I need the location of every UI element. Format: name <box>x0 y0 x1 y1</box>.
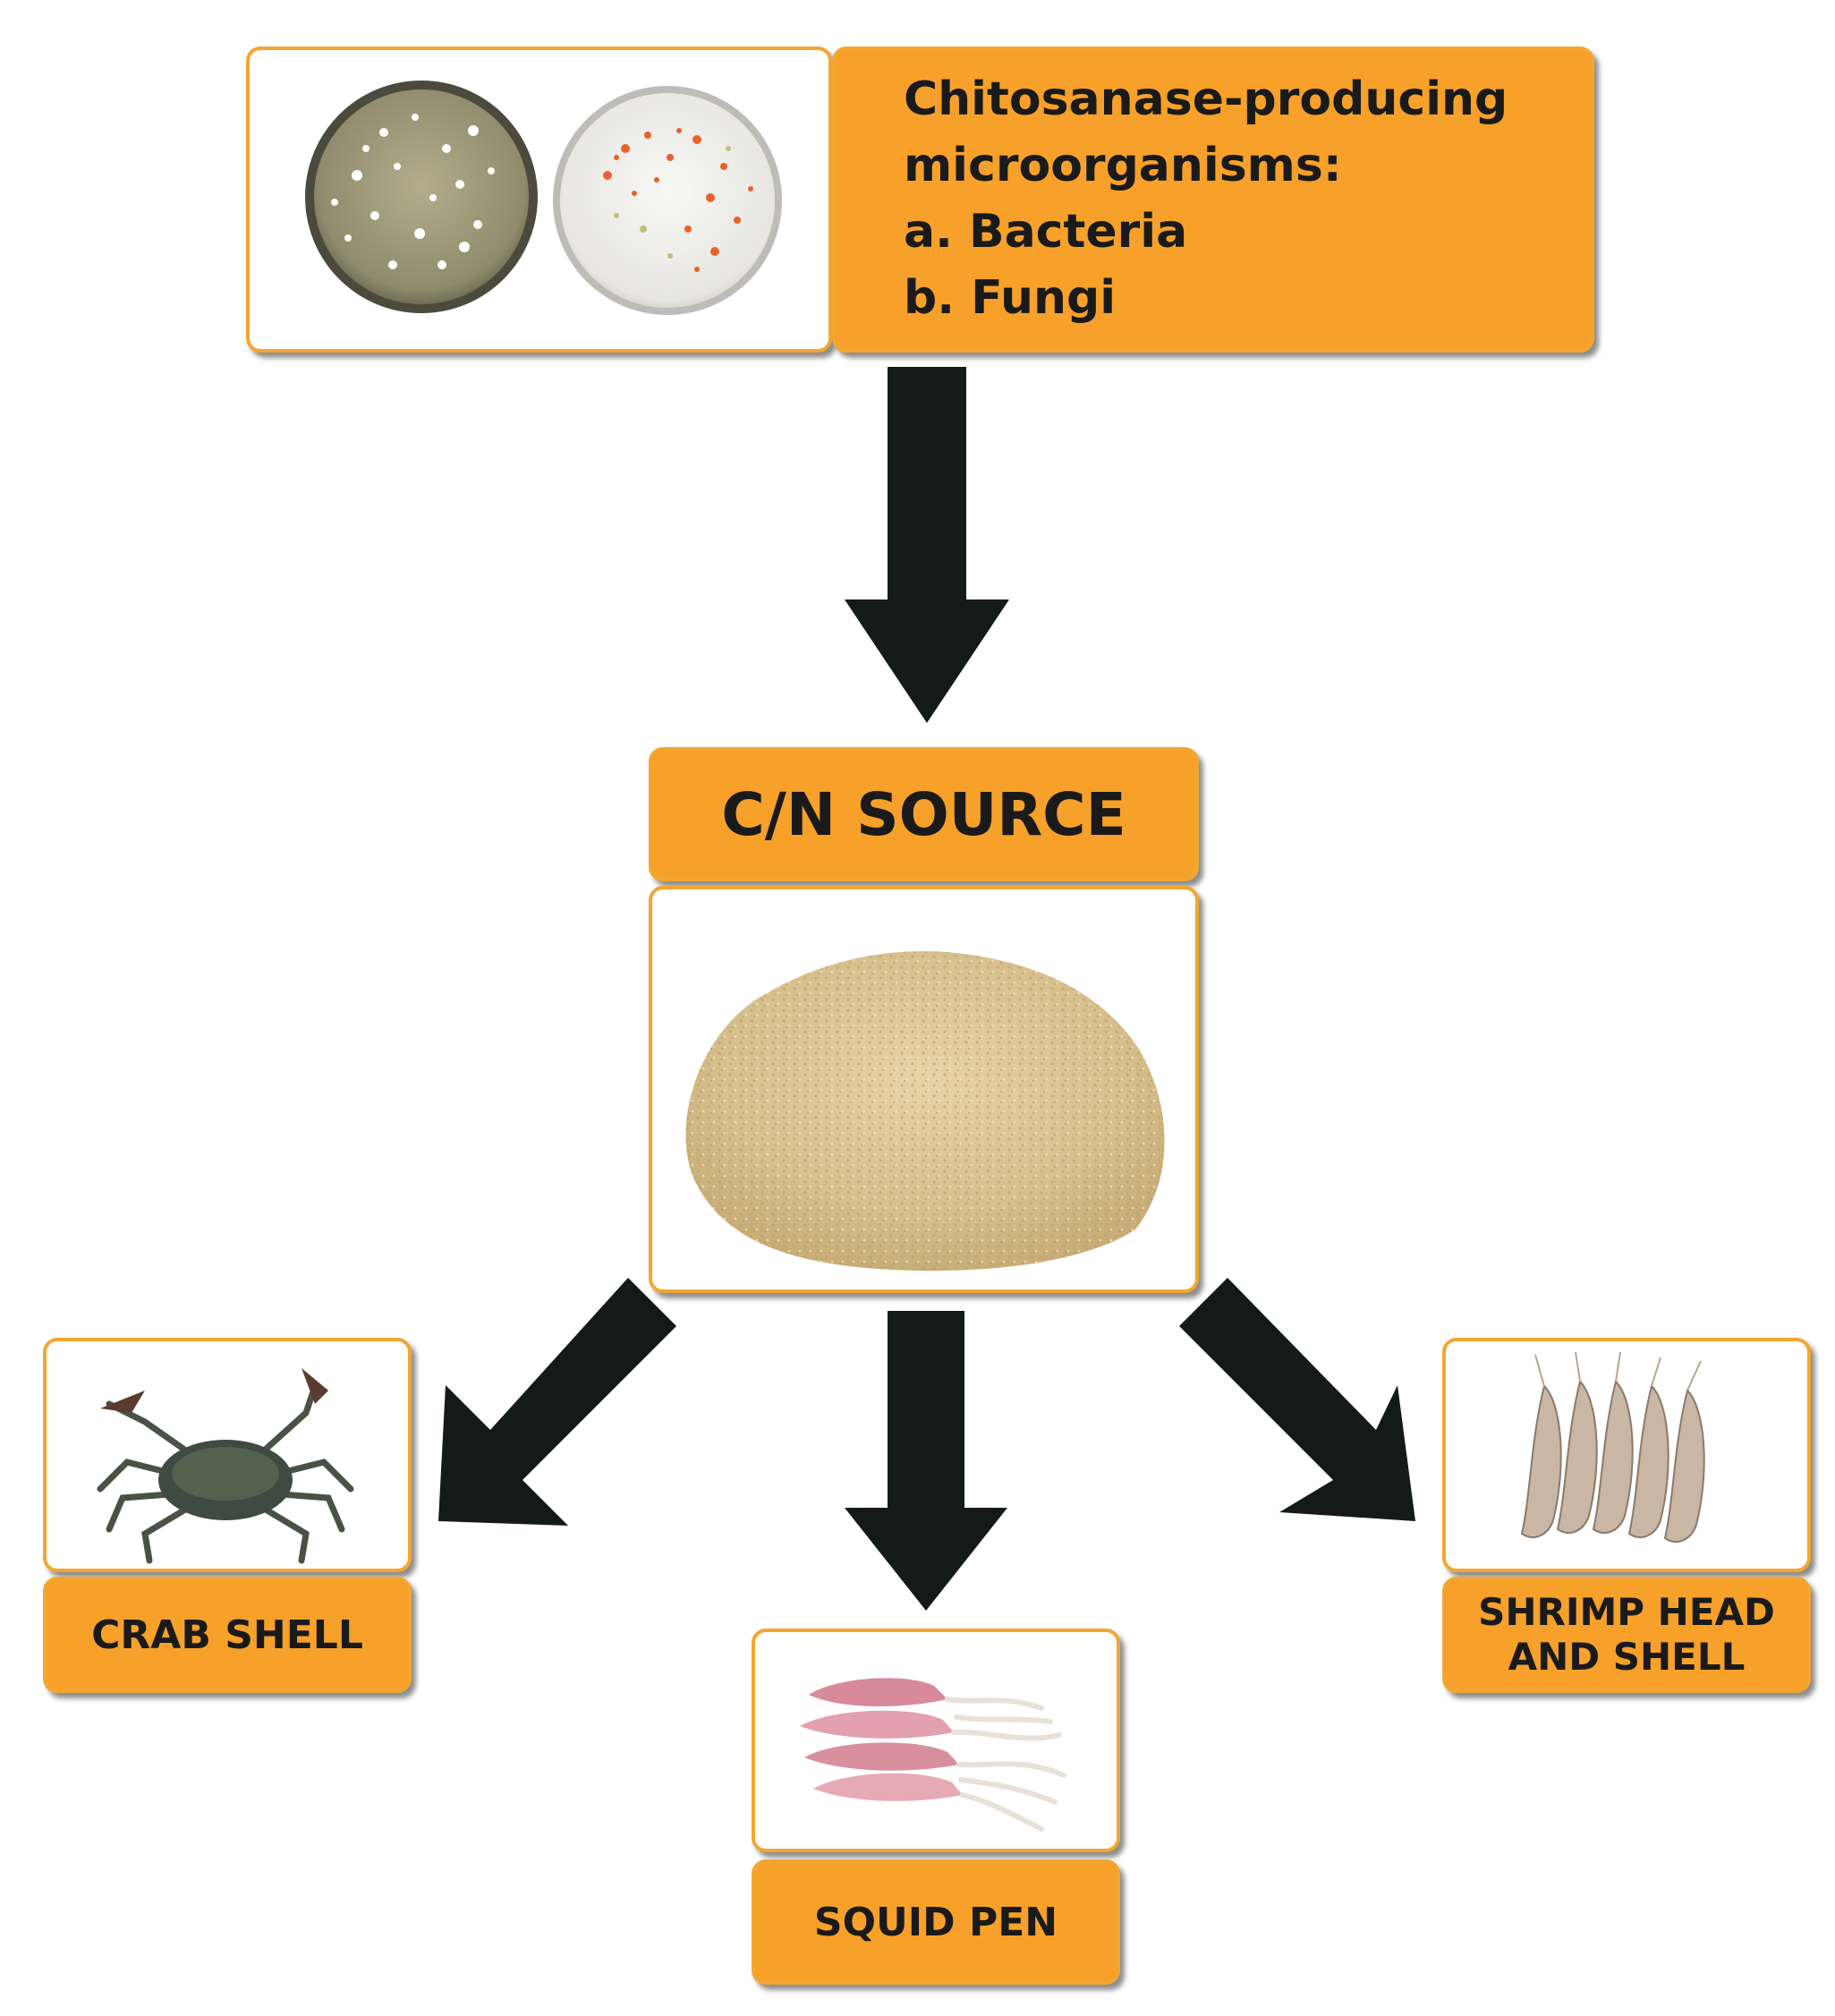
microorganisms-title-line1: Chitosanase-producing <box>904 72 1508 126</box>
squid-image-box <box>752 1629 1120 1852</box>
shrimp-image-box <box>1442 1338 1811 1572</box>
arrow-down-squid <box>845 1311 1007 1611</box>
arrow-to-crab <box>438 1278 676 1526</box>
cn-source-text: C/N SOURCE <box>721 779 1126 849</box>
microorganisms-box: Chitosanase-producing microorganisms: a.… <box>832 47 1594 353</box>
shrimp-illustration <box>1520 1351 1705 1543</box>
shrimp-icon <box>1520 1380 1705 1543</box>
shrimp-label-line1: SHRIMP HEAD <box>1478 1590 1775 1634</box>
squid-icon <box>800 1678 1066 1832</box>
arrow-to-shrimp <box>1179 1278 1415 1521</box>
petri-dishes-illustration <box>305 81 782 315</box>
petri-dish-image-box <box>246 47 832 353</box>
powder-pile-icon <box>685 951 1165 1272</box>
squid-illustration <box>800 1678 1066 1832</box>
crab-illustration <box>97 1368 354 1564</box>
arrow-down-main <box>845 367 1009 723</box>
microorganism-item-fungi: b. Fungi <box>904 271 1117 325</box>
bacteria-dish-icon <box>305 81 538 313</box>
squid-pen-text: SQUID PEN <box>813 1899 1058 1945</box>
cn-source-image-box <box>649 886 1199 1293</box>
microorganism-item-bacteria: a. Bacteria <box>904 205 1188 259</box>
fungi-dish-icon <box>553 86 782 315</box>
crab-shell-text: CRAB SHELL <box>91 1612 363 1658</box>
shrimp-head-shell-label: SHRIMP HEAD AND SHELL <box>1442 1577 1811 1693</box>
chitin-powder-illustration <box>685 951 1165 1272</box>
shrimp-label-line2: AND SHELL <box>1508 1635 1746 1679</box>
crab-icon <box>97 1382 354 1564</box>
crab-image-box <box>43 1338 412 1572</box>
cn-source-label: C/N SOURCE <box>649 747 1199 881</box>
squid-pen-label: SQUID PEN <box>752 1859 1120 1985</box>
crab-shell-label: CRAB SHELL <box>43 1577 412 1693</box>
microorganisms-title-line2: microorganisms: <box>904 139 1342 192</box>
